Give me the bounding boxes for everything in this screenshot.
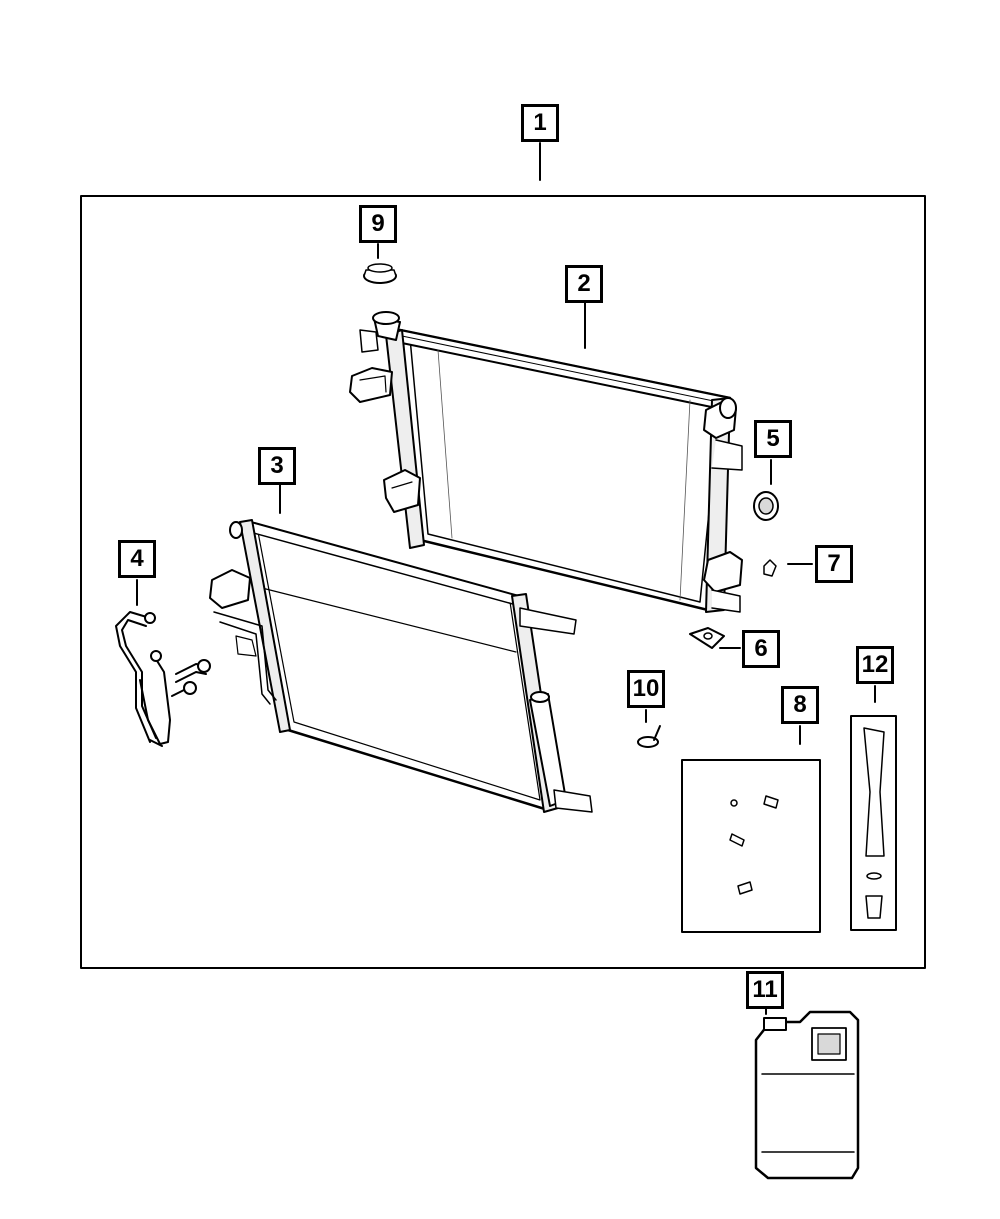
callout-3-label: 3	[270, 452, 284, 479]
push-pin	[637, 709, 661, 748]
callout-1-label: 1	[533, 109, 547, 136]
clip	[763, 559, 813, 577]
callout-4-label: 4	[130, 545, 144, 572]
assembly-frame	[80, 195, 926, 969]
coolant-jug	[754, 1000, 860, 1180]
isolator	[753, 459, 779, 521]
callout-11-label: 11	[752, 976, 778, 1003]
callout-8-label: 8	[793, 691, 807, 718]
transmission-line	[115, 579, 211, 747]
callout-12[interactable]: 12	[856, 646, 894, 684]
radiator	[349, 299, 743, 613]
callout-9[interactable]: 9	[359, 205, 397, 243]
cap	[363, 243, 397, 284]
callout-9-label: 9	[371, 210, 385, 237]
callout-6-label: 6	[754, 635, 768, 662]
pad	[689, 627, 741, 649]
sealant-kit	[850, 685, 897, 931]
callout-4[interactable]: 4	[118, 540, 156, 578]
callout-7[interactable]: 7	[815, 545, 853, 583]
callout-10[interactable]: 10	[627, 670, 665, 708]
callout-10-label: 10	[632, 675, 660, 702]
callout-6[interactable]: 6	[742, 630, 780, 668]
callout-3[interactable]: 3	[258, 447, 296, 485]
callout-8[interactable]: 8	[781, 686, 819, 724]
callout-7-label: 7	[827, 550, 841, 577]
callout-11[interactable]: 11	[746, 971, 784, 1009]
callout-5-label: 5	[766, 425, 780, 452]
callout-5[interactable]: 5	[754, 420, 792, 458]
hardware-kit	[681, 725, 821, 933]
callout-1[interactable]: 1	[521, 104, 559, 142]
callout-2-label: 2	[577, 270, 591, 297]
condenser	[209, 482, 593, 813]
callout-12-label: 12	[861, 651, 889, 678]
callout-2[interactable]: 2	[565, 265, 603, 303]
